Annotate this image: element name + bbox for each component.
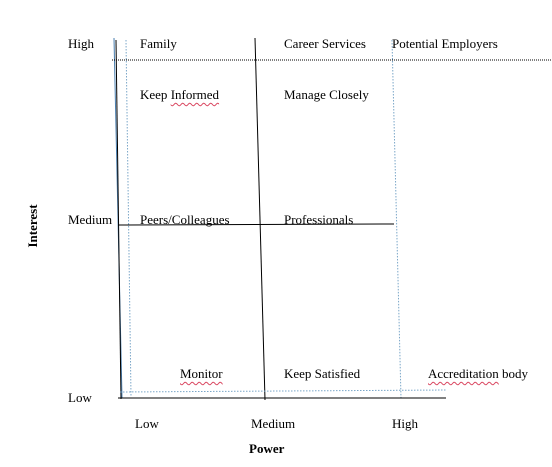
y-label-low: Low (68, 390, 92, 405)
quadrant-keep-informed: Keep Informed (140, 87, 219, 103)
quadrant-manage-closely: Manage Closely (284, 87, 369, 102)
quadrant-monitor: Monitor (180, 366, 223, 381)
x-label-high: High (392, 416, 418, 431)
y-label-high: High (68, 36, 94, 51)
cell-accreditation-body: Accreditation body (428, 366, 528, 382)
blue-dotted-left (125, 39, 132, 397)
quadrant-keep-satisfied: Keep Satisfied (284, 366, 361, 381)
center-vertical-divider (254, 37, 266, 401)
x-axis-title: Power (249, 441, 285, 456)
y-axis-line (115, 39, 122, 400)
cell-peers-colleagues: Peers/Colleagues (140, 212, 230, 227)
x-label-medium: Medium (251, 416, 296, 431)
y-axis-title: Interest (25, 204, 40, 248)
body-word: body (498, 366, 528, 381)
cell-potential-employers: Potential Employers (392, 36, 498, 51)
cell-career-services: Career Services (284, 36, 366, 51)
x-label-low: Low (135, 416, 159, 431)
blue-dotted-right (391, 39, 402, 399)
middle-horizontal-line (117, 223, 395, 226)
cell-family: Family (140, 36, 177, 51)
bottom-blue-dotted-line (119, 389, 447, 393)
accreditation-word: Accreditation (428, 366, 499, 381)
keep-informed-word-1: Keep (140, 87, 171, 102)
keep-informed-word-2: Informed (170, 87, 220, 102)
cell-professionals: Professionals (284, 212, 354, 227)
y-label-medium: Medium (68, 212, 113, 227)
